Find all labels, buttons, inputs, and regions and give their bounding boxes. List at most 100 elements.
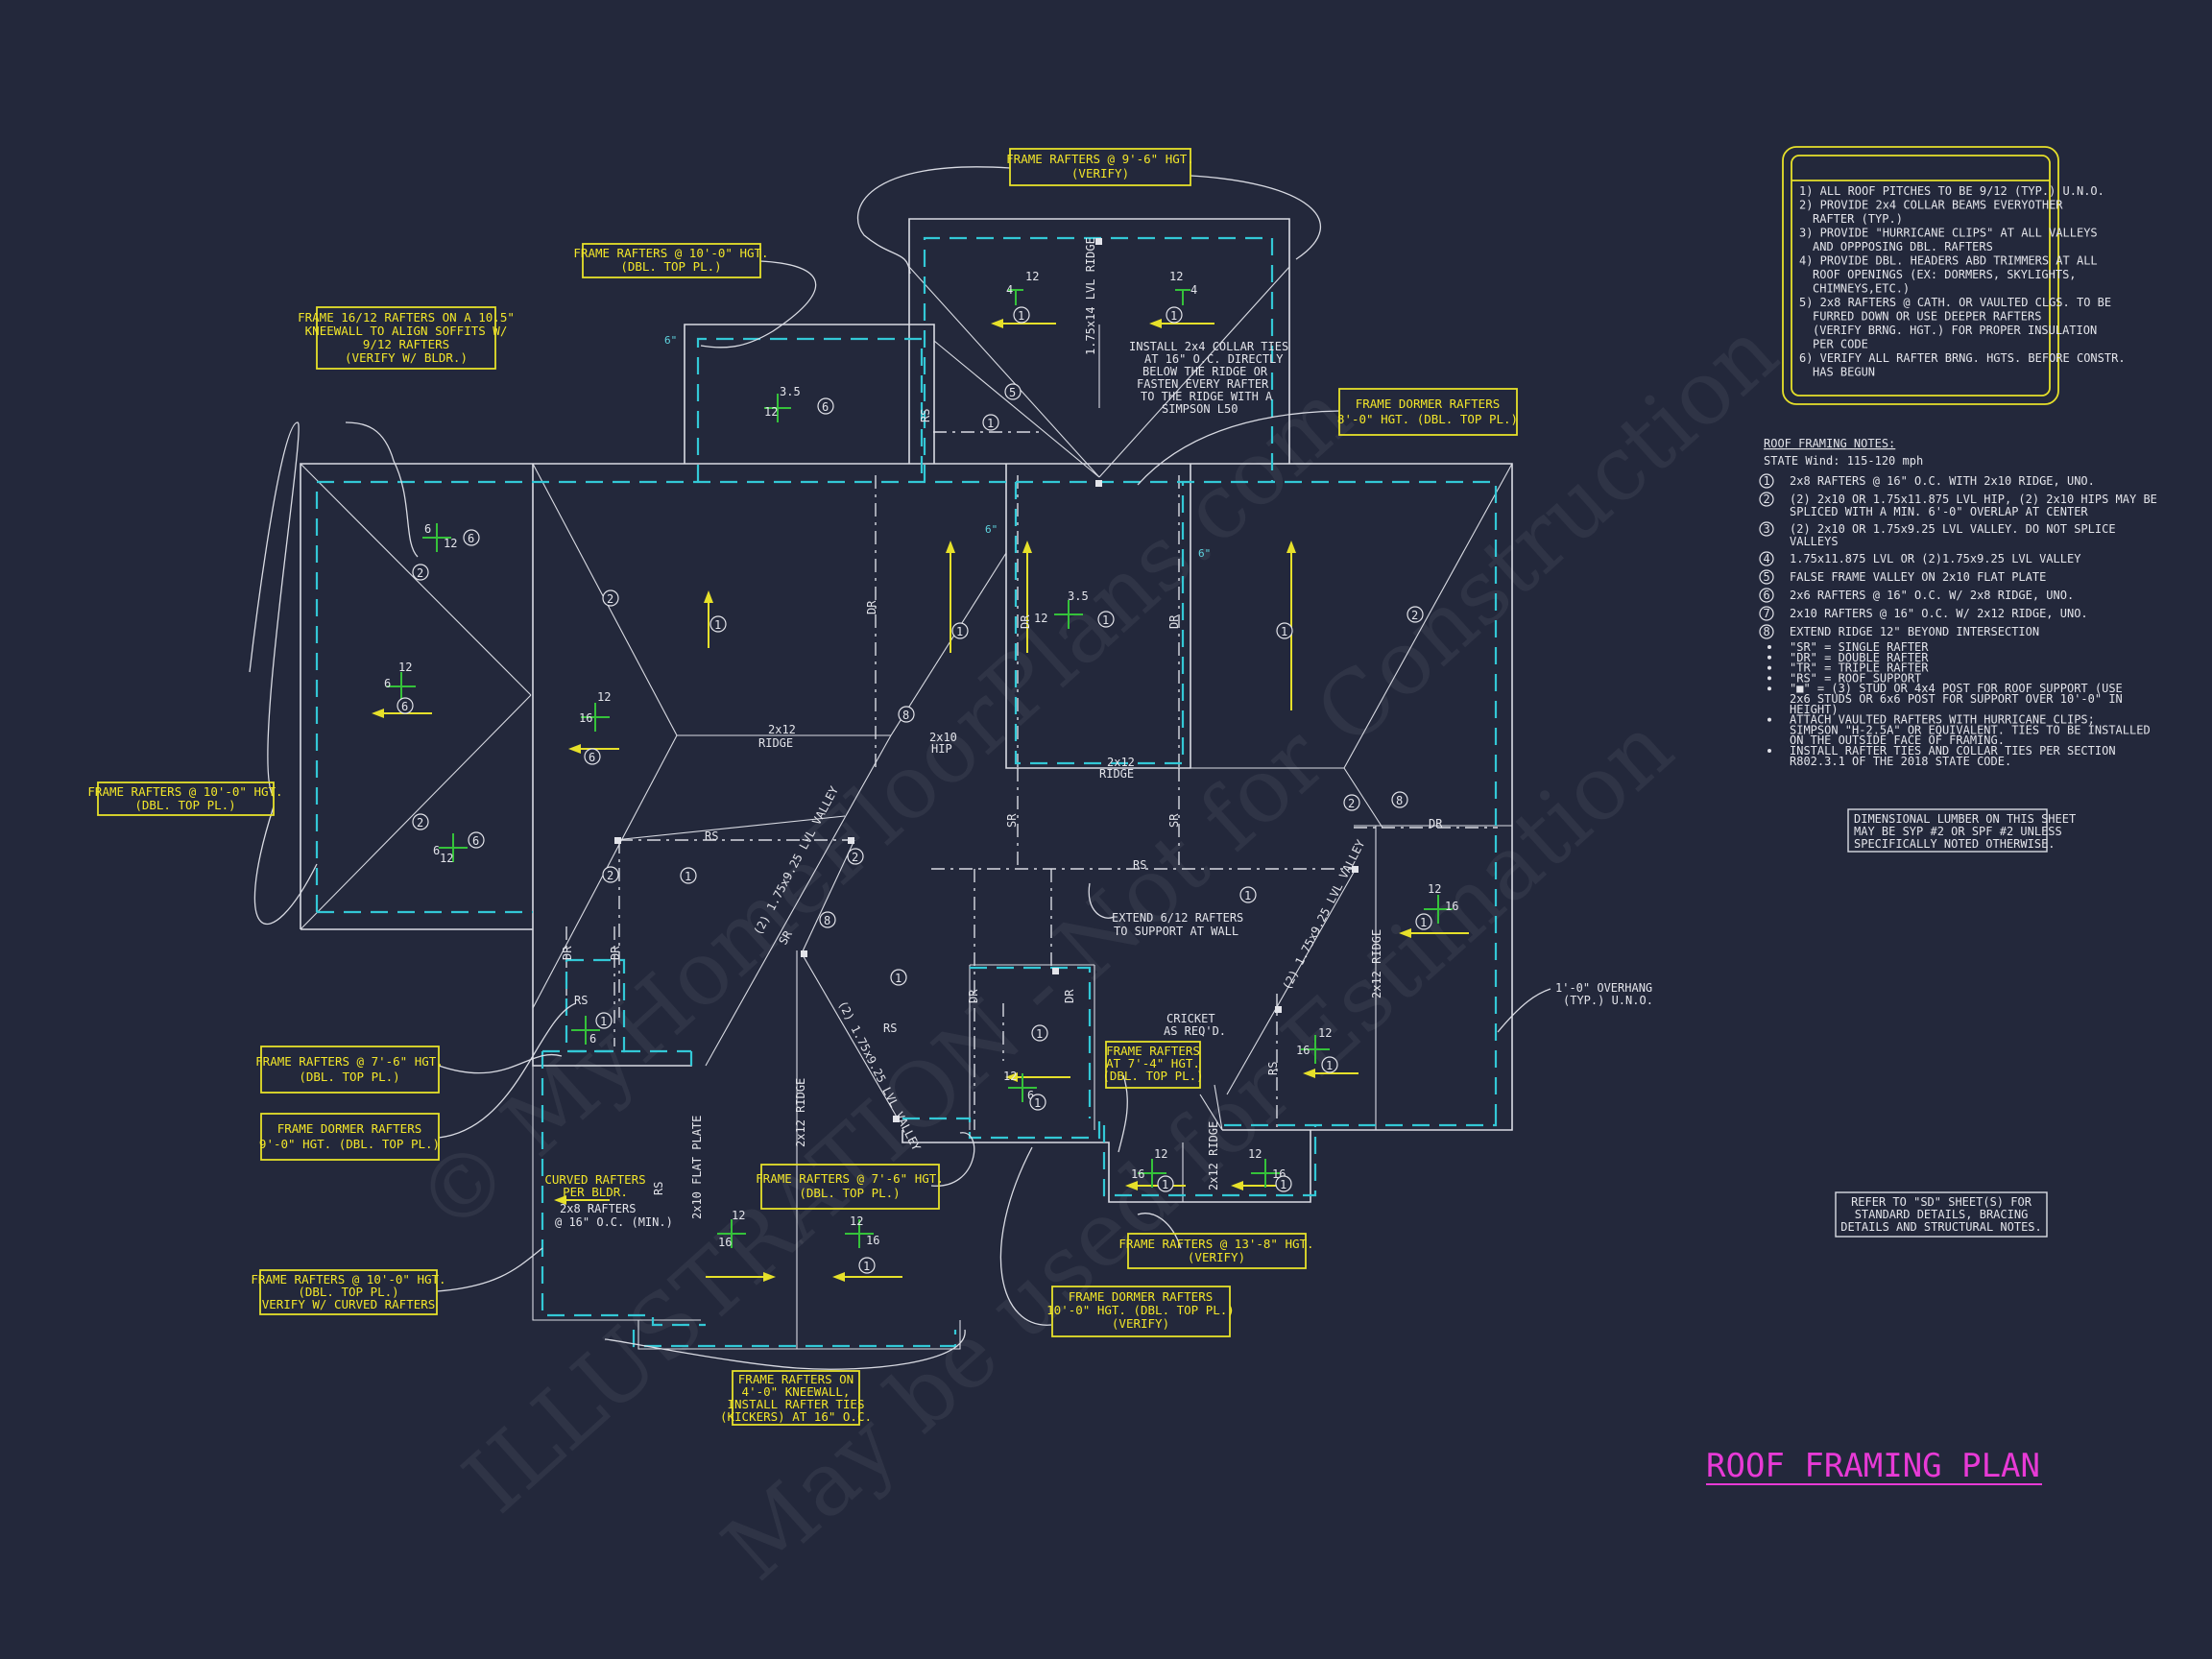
svg-text:16: 16 [718, 1236, 732, 1249]
key-marker: 2 [412, 564, 429, 581]
svg-text:FRAME RAFTERS @ 9'-6" HGT.: FRAME RAFTERS @ 9'-6" HGT. [1006, 152, 1194, 166]
pitch-symbol: 3.512 [1034, 589, 1089, 629]
svg-text:9/12 RAFTERS: 9/12 RAFTERS [363, 337, 449, 351]
key-marker: 1 [1321, 1056, 1338, 1073]
svg-text:12: 12 [1003, 1070, 1017, 1083]
general-note-line: 5) 2x8 RAFTERS @ CATH. OR VAULTED CLGS. … [1799, 296, 2111, 309]
roof-framing-notes: ROOF FRAMING NOTES: STATE Wind: 115-120 … [1759, 437, 2157, 768]
support-lines [565, 431, 1498, 1130]
svg-text:1: 1 [863, 1260, 870, 1273]
svg-text:FRAME RAFTERS: FRAME RAFTERS [1106, 1044, 1200, 1058]
svg-text:(DBL. TOP PL.): (DBL. TOP PL.) [1102, 1069, 1203, 1083]
svg-text:ROOF FRAMING NOTES:: ROOF FRAMING NOTES: [1764, 437, 1895, 450]
svg-text:1: 1 [1034, 1096, 1041, 1110]
pitch-symbol: 126 [384, 661, 416, 701]
svg-text:DR: DR [865, 600, 878, 614]
svg-text:10'-0" HGT. (DBL. TOP PL.): 10'-0" HGT. (DBL. TOP PL.) [1046, 1303, 1235, 1317]
key-marker: 6 [397, 697, 414, 714]
bullet-dot [1767, 749, 1771, 753]
svg-text:(VERIFY): (VERIFY) [1071, 166, 1129, 180]
svg-text:1: 1 [1162, 1178, 1168, 1191]
svg-text:RS: RS [883, 1022, 897, 1035]
svg-text:12: 12 [597, 690, 611, 704]
pitch-symbol: RS6 [571, 994, 600, 1046]
rafter-direction-arrows [372, 319, 1469, 1282]
svg-text:16: 16 [1131, 1167, 1144, 1181]
svg-text:6": 6" [664, 334, 677, 347]
key-marker: 1 [680, 867, 697, 884]
general-note-line: RAFTER (TYP.) [1813, 212, 1903, 226]
general-note-line: AND OPPPOSING DBL. RAFTERS [1813, 240, 1993, 253]
key-marker: 2 [602, 866, 619, 883]
svg-text:DR: DR [1019, 614, 1032, 629]
pitch-symbol: 3.512 [764, 385, 801, 422]
svg-text:DR: DR [1429, 817, 1443, 830]
key-marker: 1 [1157, 1175, 1174, 1192]
svg-text:1: 1 [1018, 309, 1024, 323]
svg-text:(DBL. TOP PL.): (DBL. TOP PL.) [299, 1070, 399, 1084]
key-marker: 2 [1407, 606, 1424, 623]
bullet-dot [1767, 645, 1771, 649]
svg-text:FRAME DORMER RAFTERS: FRAME DORMER RAFTERS [1069, 1289, 1214, 1304]
bullet-dot [1767, 655, 1771, 660]
callout-16-12-rafters: FRAME 16/12 RAFTERS ON A 10.5" KNEEWALL … [298, 306, 515, 370]
key-marker: 1 [982, 414, 999, 431]
svg-text:12: 12 [1025, 270, 1039, 283]
svg-text:1: 1 [1281, 625, 1287, 638]
callout-rafters-7-6-center: FRAME RAFTERS @ 7'-6" HGT. (DBL. TOP PL.… [756, 1164, 944, 1210]
roof-note-item: 1.75x11.875 LVL OR (2)1.75x9.25 LVL VALL… [1790, 552, 2081, 565]
plan-title: ROOF FRAMING PLAN [1706, 1447, 2042, 1485]
svg-text:2x12 RIDGE: 2x12 RIDGE [794, 1078, 807, 1147]
key-marker: 8 [898, 706, 915, 723]
svg-text:AT 7'-4" HGT.: AT 7'-4" HGT. [1106, 1056, 1200, 1070]
svg-text:INSTALL 2x4 COLLAR TIES: INSTALL 2x4 COLLAR TIES [1129, 340, 1288, 353]
roof-note-bullet: "SR" = SINGLE RAFTER [1790, 640, 1929, 654]
svg-text:12: 12 [1318, 1026, 1332, 1040]
svg-text:ROOF FRAMING PLAN: ROOF FRAMING PLAN [1706, 1447, 2040, 1485]
svg-text:6: 6 [424, 522, 431, 536]
svg-text:FRAME RAFTERS @ 10'-0" HGT.: FRAME RAFTERS @ 10'-0" HGT. [573, 246, 768, 260]
roof-note-item: (2) 2x10 OR 1.75x11.875 LVL HIP, (2) 2x1… [1790, 493, 2157, 506]
svg-text:4: 4 [1190, 283, 1197, 297]
callout-dormer-8-0: FRAME DORMER RAFTERS 8'-0" HGT. (DBL. TO… [1337, 388, 1518, 436]
svg-text:FASTEN EVERY RAFTER: FASTEN EVERY RAFTER [1137, 377, 1269, 391]
key-marker: 1 [858, 1257, 876, 1274]
key-marker: 1 [1275, 1175, 1292, 1192]
svg-text:12: 12 [1154, 1147, 1167, 1161]
note-key-circle [1759, 473, 1774, 489]
svg-text:(DBL. TOP PL.): (DBL. TOP PL.) [799, 1186, 900, 1200]
svg-text:1: 1 [1036, 1027, 1043, 1041]
callout-rafters-10-0-curved: FRAME RAFTERS @ 10'-0" HGT. (DBL. TOP PL… [251, 1269, 446, 1315]
svg-text:1: 1 [1170, 309, 1177, 323]
svg-text:1: 1 [600, 1015, 607, 1028]
note-key-number: 5 [1764, 570, 1770, 584]
roof-note-bullet: HEIGHT) [1790, 703, 1839, 716]
svg-text:FRAME RAFTERS @ 7'-6" HGT.: FRAME RAFTERS @ 7'-6" HGT. [756, 1171, 944, 1186]
refer-note-box: REFER TO "SD" SHEET(S) FOR STANDARD DETA… [1835, 1191, 2048, 1238]
roof-note-bullet: "DR" = DOUBLE RAFTER [1790, 651, 1929, 664]
svg-text:1: 1 [1102, 613, 1109, 627]
svg-text:SR: SR [1167, 813, 1181, 828]
general-note-line: CHIMNEYS,ETC.) [1813, 282, 1910, 296]
svg-text:STATE Wind: 115-120 mph: STATE Wind: 115-120 mph [1764, 454, 1923, 468]
note-key-number: 7 [1764, 607, 1770, 620]
svg-text:REFER TO "SD" SHEET(S) FOR: REFER TO "SD" SHEET(S) FOR [1851, 1195, 2032, 1209]
svg-text:(KICKERS) AT 16" O.C.: (KICKERS) AT 16" O.C. [720, 1409, 872, 1424]
key-marker: 1 [1097, 611, 1115, 628]
svg-text:DIMENSIONAL LUMBER ON THIS SHE: DIMENSIONAL LUMBER ON THIS SHEET [1854, 812, 2076, 826]
svg-text:MAY BE SYP #2 OR SPF #2 UNLESS: MAY BE SYP #2 OR SPF #2 UNLESS [1854, 825, 2062, 838]
note-key-circle [1759, 569, 1774, 585]
svg-text:RS: RS [1266, 1062, 1280, 1075]
svg-text:SR: SR [776, 927, 795, 947]
svg-text:RS: RS [574, 994, 588, 1007]
svg-text:2: 2 [1411, 609, 1418, 622]
svg-text:SIMPSON L50: SIMPSON L50 [1162, 402, 1238, 416]
svg-text:DR: DR [561, 946, 574, 960]
svg-text:12: 12 [764, 405, 778, 419]
svg-text:1: 1 [1326, 1059, 1333, 1072]
roof-note-bullet: "RS" = ROOF SUPPORT [1790, 671, 1921, 685]
roof-note-item: VALLEYS [1790, 535, 1839, 548]
callout-dormer-9-0: FRAME DORMER RAFTERS 9'-0" HGT. (DBL. TO… [259, 1113, 440, 1161]
callout-curved-rafters: CURVED RAFTERS PER BLDR. [544, 1172, 645, 1199]
